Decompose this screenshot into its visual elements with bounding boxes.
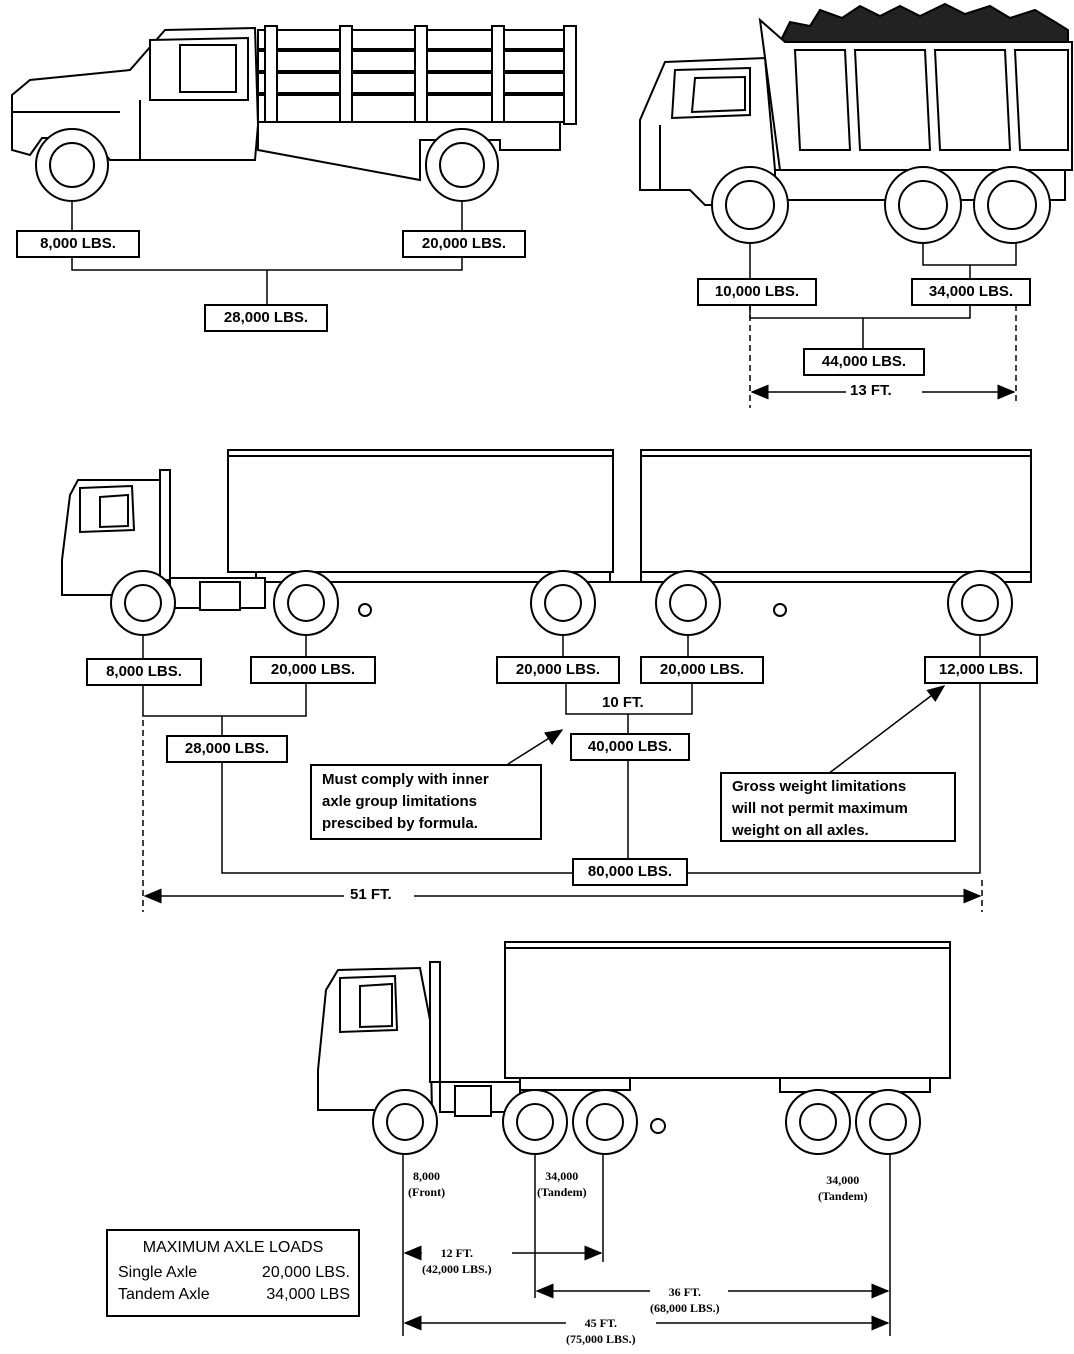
legend-tandem-axle-row: Tandem Axle 34,000 LBS xyxy=(118,1286,350,1304)
double-trailer-connectors xyxy=(142,635,983,912)
semi-distance-36ft: 36 FT.(68,000 LBS.) xyxy=(650,1284,720,1316)
double-overall-length: 51 FT. xyxy=(350,886,392,903)
double-drive-axle-weight: 20,000 LBS. xyxy=(250,656,376,684)
truck1-rear-axle-weight: 20,000 LBS. xyxy=(402,230,526,258)
dump-truck-connectors xyxy=(749,243,1017,408)
double-rear-axle-weight: 12,000 LBS. xyxy=(924,656,1038,684)
inner-axle-note: Must comply with inner axle group limita… xyxy=(310,764,542,840)
dump-truck-illustration xyxy=(639,2,1073,244)
semi-tandem2-load: 34,000(Tandem) xyxy=(818,1172,868,1204)
semi-front-axle-load: 8,000(Front) xyxy=(408,1168,446,1200)
double-trailer1-axle-weight: 20,000 LBS. xyxy=(496,656,620,684)
double-tractor-total-weight: 28,000 LBS. xyxy=(166,735,288,763)
truck1-total-weight: 28,000 LBS. xyxy=(204,304,328,332)
stake-truck-connectors xyxy=(71,201,463,304)
dump-wheelbase-distance: 13 FT. xyxy=(850,382,892,399)
semi-tandem1-load: 34,000(Tandem) xyxy=(537,1168,587,1200)
double-steer-axle-weight: 8,000 LBS. xyxy=(86,658,202,686)
semi-truck-illustration xyxy=(317,941,951,1155)
legend-single-axle-value: 20,000 LBS. xyxy=(261,1264,350,1281)
double-trailer-illustration xyxy=(61,449,1032,636)
double-gross-weight: 80,000 LBS. xyxy=(572,858,688,886)
legend-tandem-axle-value: 34,000 LBS xyxy=(266,1286,350,1303)
legend-tandem-axle-label: Tandem Axle xyxy=(118,1286,210,1303)
stake-truck-illustration xyxy=(11,25,577,202)
double-dolly-axle-weight: 20,000 LBS. xyxy=(640,656,764,684)
semi-distance-45ft: 45 FT.(75,000 LBS.) xyxy=(566,1315,636,1347)
legend-single-axle-label: Single Axle xyxy=(118,1264,198,1281)
double-inner-group-weight: 40,000 LBS. xyxy=(570,733,690,761)
dump-total-weight: 44,000 LBS. xyxy=(803,348,925,376)
dump-tandem-axle-weight: 34,000 LBS. xyxy=(911,278,1031,306)
semi-distance-12ft: 12 FT.(42,000 LBS.) xyxy=(422,1245,492,1277)
gross-weight-note: Gross weight limitations will not permit… xyxy=(720,772,956,842)
legend-single-axle-row: Single Axle 20,000 LBS. xyxy=(118,1264,350,1282)
truck1-front-axle-weight: 8,000 LBS. xyxy=(16,230,140,258)
double-inner-axle-distance: 10 FT. xyxy=(602,694,644,711)
legend-title: MAXIMUM AXLE LOADS xyxy=(142,1239,324,1256)
dump-front-axle-weight: 10,000 LBS. xyxy=(697,278,817,306)
max-axle-loads-legend: MAXIMUM AXLE LOADS Single Axle 20,000 LB… xyxy=(106,1229,360,1317)
